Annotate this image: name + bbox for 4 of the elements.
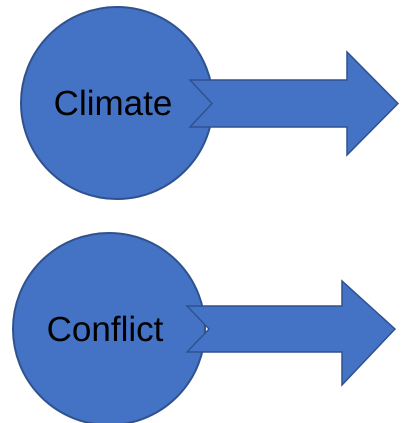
block-arrow	[185, 279, 396, 387]
block-arrow	[188, 50, 400, 157]
node-label: Climate	[54, 86, 172, 120]
node-label: Conflict	[46, 312, 164, 346]
